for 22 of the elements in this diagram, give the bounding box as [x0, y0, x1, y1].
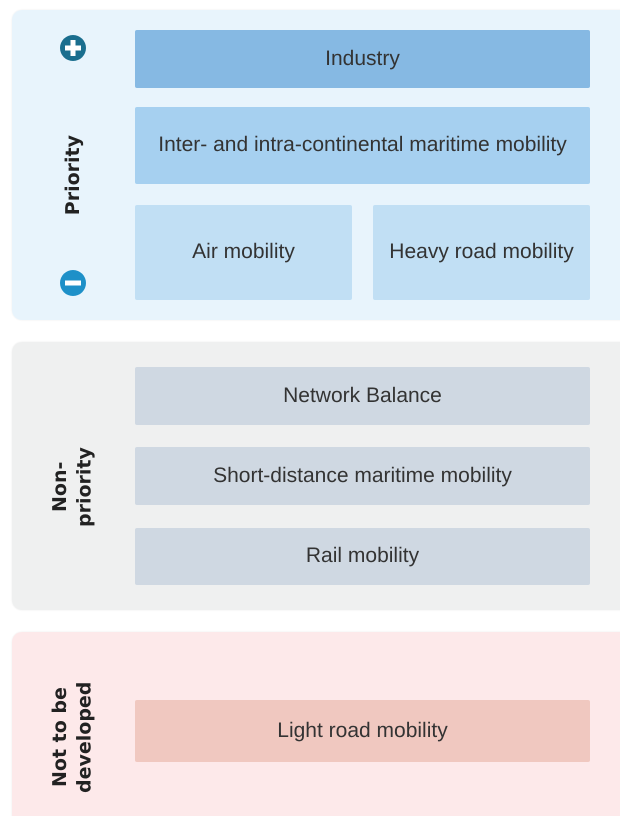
category-panel [12, 342, 620, 610]
box-label: Inter- and intra-continental maritime mobility [158, 132, 567, 158]
box-label: Light road mobility [277, 718, 448, 744]
box-label: Network Balance [283, 382, 442, 409]
mobility-box [135, 367, 590, 425]
category-label: Non- priority [48, 446, 97, 529]
box-label: Heavy road mobility [389, 239, 574, 266]
box-label: Air mobility [192, 239, 295, 266]
category-panel [12, 10, 620, 320]
box-label: Rail mobility [306, 543, 420, 570]
mobility-box [135, 30, 590, 88]
box-label: Short-distance maritime mobility [213, 462, 512, 489]
mobility-box [373, 205, 590, 300]
mobility-box [135, 107, 590, 184]
category-label: Priority [60, 134, 85, 216]
category-panel [12, 632, 620, 816]
mobility-box [135, 700, 590, 762]
category-label: Not to be developed [48, 680, 97, 795]
mobility-box [135, 447, 590, 505]
mobility-box [135, 528, 590, 585]
box-label: Industry [325, 46, 400, 72]
mobility-box [135, 205, 352, 300]
